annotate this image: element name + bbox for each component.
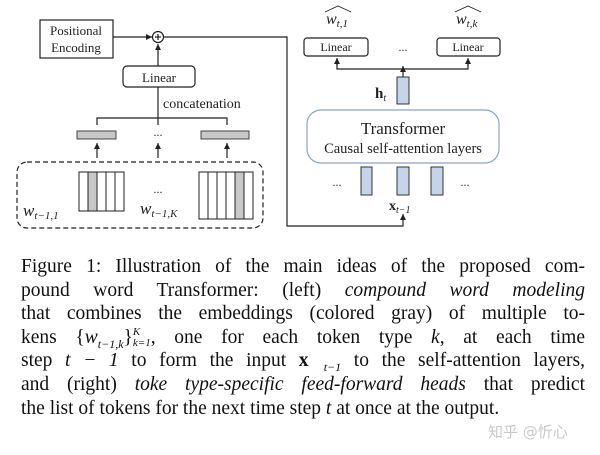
concatenation-label: concatenation — [163, 97, 241, 112]
embedding-bar-1 — [76, 130, 117, 140]
hidden-state-vector — [396, 76, 410, 105]
output-label-k: wt,k — [456, 11, 478, 30]
transformer-title: Transformer — [361, 119, 446, 138]
figure-caption: Figure 1: Illustration of the main ideas… — [21, 255, 585, 420]
linear-label: Linear — [142, 70, 177, 85]
positional-label: Positional — [50, 23, 102, 38]
token-label-k: wt−1,K — [140, 199, 178, 220]
input-vector — [396, 166, 410, 196]
linear-box-right-1 — [303, 37, 369, 57]
caption-line: step t − 1 to form the input x⃗t−1 to th… — [21, 350, 585, 375]
one-hot-cell — [234, 171, 245, 220]
ellipsis: ... — [154, 125, 163, 139]
transformer-box — [306, 109, 500, 164]
ellipsis: ... — [461, 175, 470, 189]
one-hot-cell — [207, 171, 218, 220]
watermark: 知乎 @忻心 — [488, 423, 568, 441]
one-hot-cell — [243, 171, 254, 220]
token-label-1: wt−1,1 — [23, 201, 59, 222]
one-hot-cell — [114, 171, 125, 212]
positional-encoding-box — [39, 19, 114, 59]
token-group-box — [16, 161, 264, 229]
hidden-label: ht — [375, 86, 386, 104]
one-hot-cell — [216, 171, 227, 220]
token-one-hot-1 — [78, 171, 125, 212]
token-one-hot-k — [198, 171, 254, 220]
output-label-1: wt,1 — [326, 11, 348, 30]
caption-line: the list of tokens for the next time ste… — [21, 397, 500, 419]
caption-line: Figure 1: Illustration of the main ideas… — [21, 256, 585, 277]
linear-label: Linear — [320, 40, 351, 54]
caption-line: pound word Transformer: (left) compound … — [21, 279, 585, 301]
one-hot-cell — [198, 171, 209, 220]
ellipsis: ... — [333, 175, 342, 189]
architecture-diagram: Positional Encoding Linear concatenation… — [16, 5, 501, 229]
ellipsis: ... — [399, 40, 408, 54]
input-label: xt−1 — [389, 199, 411, 216]
embedding-bar-k — [200, 130, 250, 140]
caption-line: that combines the embeddings (colored gr… — [21, 303, 585, 325]
input-vector — [360, 166, 373, 196]
input-vector — [430, 166, 444, 196]
one-hot-cell — [105, 171, 116, 212]
one-hot-cell — [96, 171, 107, 212]
linear-label: Linear — [452, 40, 483, 54]
linear-box-left — [122, 65, 196, 88]
one-hot-cell — [225, 171, 236, 220]
linear-box-right-k — [436, 37, 501, 57]
positional-label: Encoding — [51, 40, 101, 55]
ellipsis: ... — [154, 182, 163, 196]
caption-line: and (right) toke type-specific feed-forw… — [21, 373, 585, 395]
transformer-subtitle: Causal self-attention layers — [324, 141, 482, 157]
one-hot-cell — [87, 171, 98, 212]
one-hot-cell — [78, 171, 89, 212]
